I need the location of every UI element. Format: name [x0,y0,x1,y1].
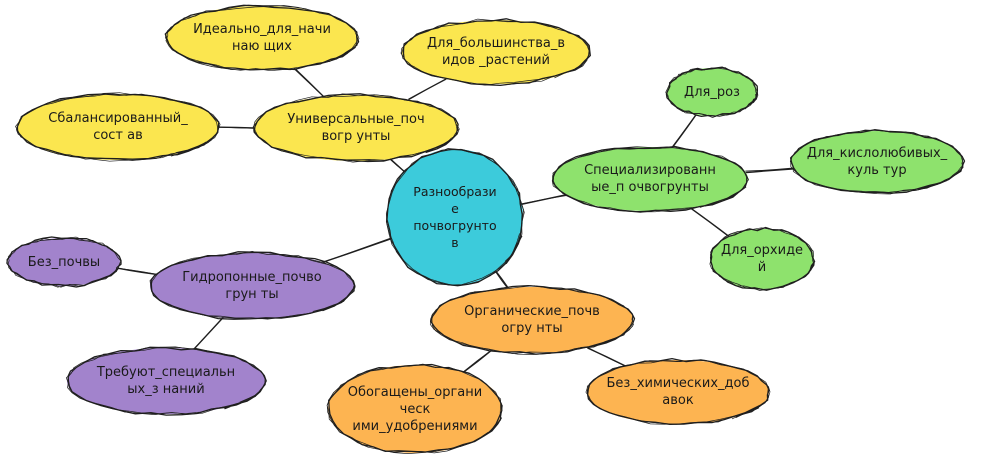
node-no-chemicals [585,357,771,426]
node-outline-balanced [15,92,218,161]
connector-specialized-roses [671,113,697,148]
node-hydroponic [149,251,356,320]
node-outline-fertilized [326,363,502,454]
connector-specialized-orchids [690,207,730,237]
node-outline-universal [252,94,460,163]
connector-lines [116,66,795,374]
node-outline-most-plants [401,20,590,86]
node-beginners [164,4,360,72]
node-outline-universal [253,93,460,161]
node-organic [429,284,636,355]
node-roses [665,66,759,118]
node-specialized [551,145,749,213]
node-outline-acidophilic [789,129,964,193]
node-fill-center [387,149,523,285]
node-outline-special-knowledge [67,347,266,415]
node-fill-orchids [710,229,814,289]
node-fill-most-plants [402,20,590,84]
connector-specialized-acidophilic [745,167,793,172]
connector-organic-no-chemicals [587,347,627,367]
connector-specialized-acidophilic [745,168,795,174]
node-fill-roses [667,68,757,116]
node-balanced [15,92,221,162]
connector-center-universal [389,159,405,172]
node-fertilized [326,363,503,454]
node-fill-special-knowledge [67,348,265,414]
connector-universal-beginners [293,68,324,97]
node-outline-specialized [551,147,748,213]
node-fill-universal [254,95,458,161]
connector-hydroponic-no-soil [117,267,158,275]
node-fill-acidophilic [791,131,963,193]
connector-hydroponic-special-knowledge [193,316,225,350]
node-center [385,148,525,287]
node-outline-hydroponic [150,251,356,320]
node-outline-beginners [165,4,360,71]
node-outline-center [385,148,524,286]
connector-center-hydroponic [322,237,391,263]
node-outline-fertilized [326,364,503,454]
node-outline-roses [666,67,758,117]
node-outline-organic [429,285,634,354]
node-outline-acidophilic [790,129,963,195]
node-outline-no-soil [6,237,122,288]
node-fill-beginners [166,6,358,70]
node-outline-balanced [15,93,221,162]
node-outline-center [385,148,525,286]
node-outline-no-chemicals [585,359,771,425]
node-orchids [709,226,816,291]
node-most-plants [400,18,591,87]
connector-center-specialized [520,195,567,205]
node-fill-specialized [552,147,748,211]
node-outline-orchids [709,227,815,291]
node-acidophilic [789,129,966,195]
node-fill-hydroponic [150,253,354,319]
node-outline-most-plants [400,18,590,86]
node-no-soil [6,236,122,288]
connector-center-organic [495,271,509,290]
node-fill-organic [431,287,633,353]
node-special-knowledge [65,346,267,416]
node-fill-no-soil [8,238,120,286]
node-outline-roses [665,67,759,118]
node-fill-balanced [17,94,219,160]
node-shapes [6,4,966,454]
connector-organic-fertilized [462,349,493,373]
connector-center-organic [494,270,509,289]
connector-universal-most-plants [407,78,447,101]
node-fill-fertilized [328,365,502,453]
node-universal [252,93,460,163]
node-fill-no-chemicals [587,360,769,424]
connector-universal-balanced [218,126,254,129]
